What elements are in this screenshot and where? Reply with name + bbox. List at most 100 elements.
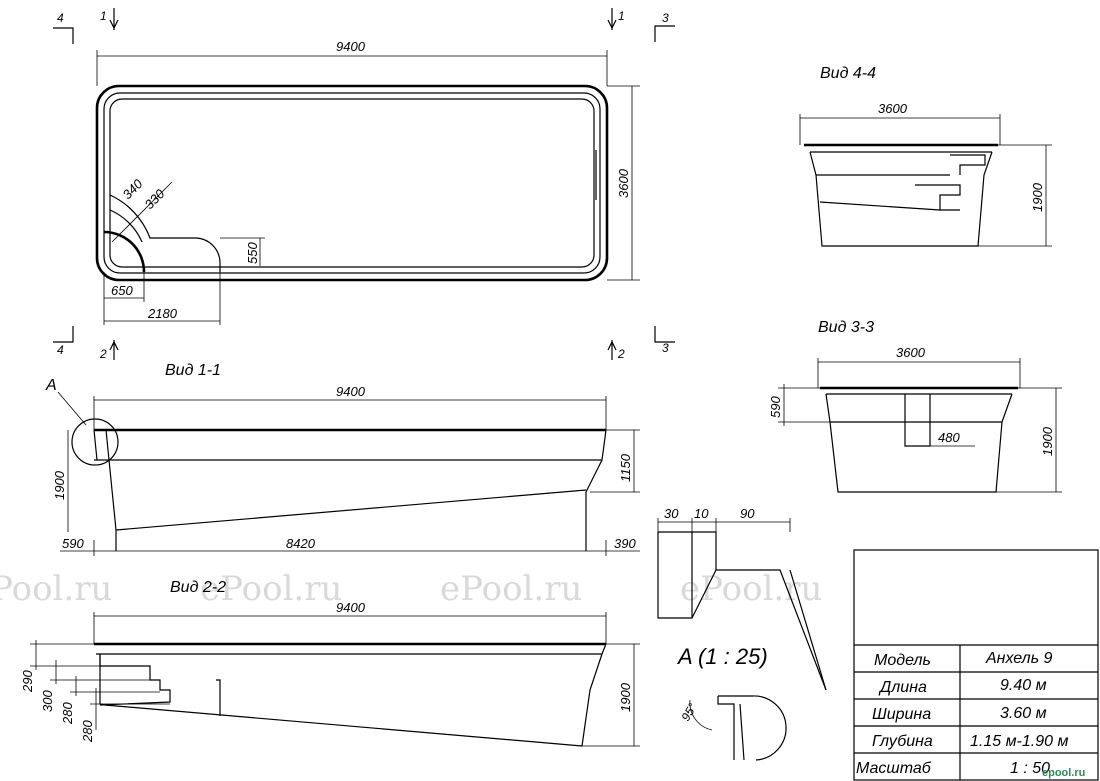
dim-width: 3600 [878, 101, 908, 116]
section-mark: 2 [99, 347, 107, 361]
dim-step: 280 [60, 702, 75, 725]
section-arrow [109, 340, 119, 351]
dim-line [111, 181, 173, 243]
dim-depth: 1900 [1030, 182, 1045, 212]
section-line [654, 25, 675, 42]
dim-length: 9400 [336, 39, 366, 54]
step-block [950, 154, 986, 175]
detail-circle [71, 418, 119, 466]
dim-width: 3600 [616, 168, 631, 198]
step-block [915, 184, 961, 211]
detail-small-line [739, 703, 745, 761]
table-value: 9.40 м [1000, 677, 1047, 694]
corner-step-inner [103, 230, 146, 273]
section-line [53, 27, 74, 44]
table-label: Модель [874, 652, 931, 669]
site-logo: epool.ru [1042, 767, 1085, 779]
floor-line [819, 201, 941, 211]
dim-detail: 90 [740, 506, 755, 521]
table-label: Ширина [872, 706, 931, 723]
section-line [654, 326, 675, 343]
detail-title: A (1 : 25) [676, 644, 768, 669]
rim-edge [93, 429, 98, 461]
dim-detail: 10 [694, 506, 709, 521]
view-1-1: Вид 1-1 A 9400 1900 1150 590 8420 390 [45, 362, 640, 556]
view-title: Вид 3-3 [818, 319, 874, 336]
table-label: Глубина [872, 733, 933, 750]
view-title: Вид 2-2 [170, 579, 226, 596]
dim-depth-deep: 1900 [52, 470, 67, 500]
corner-step-outline [109, 194, 221, 272]
table-value: 1 : 50 [1010, 760, 1050, 777]
section-arrow [607, 19, 617, 30]
pool-inner-wall [109, 98, 595, 268]
section-mark: 1 [100, 9, 107, 23]
right-wall [581, 643, 607, 747]
table-value: Анхель 9 [985, 650, 1053, 667]
dim-length: 9400 [336, 600, 366, 615]
floor-slope [104, 704, 583, 747]
view-title: Вид 4-4 [820, 65, 876, 82]
dim-step: 290 [20, 670, 35, 693]
dim-depth: 1900 [618, 682, 633, 712]
watermark-text: ePool.ru [200, 569, 342, 609]
ledge-block [904, 394, 931, 447]
dim-depth: 1900 [1040, 426, 1055, 456]
bench-line [216, 679, 221, 716]
plan-view: 1 1 2 2 3 3 4 4 9400 3600 [53, 8, 675, 361]
pool-rim [103, 92, 601, 274]
section-mark: 3 [662, 341, 669, 355]
section-mark: 4 [57, 343, 64, 357]
dim-angle: 95° [678, 701, 699, 724]
right-wall [585, 429, 607, 551]
steps-profile [99, 654, 171, 706]
dim-step-depth: 550 [245, 242, 260, 264]
watermark-text: ePool.ru [680, 569, 822, 609]
table-frame [853, 549, 1099, 781]
dim-ledge-height: 590 [768, 396, 783, 418]
dim-step: 300 [40, 690, 55, 712]
dim-step-length: 2180 [147, 306, 178, 321]
left-wall [105, 429, 117, 551]
view-2-2: Вид 2-2 9400 290 300 280 280 1900 [20, 579, 640, 747]
table-label: Масштаб [856, 760, 932, 777]
detail-a: 30 10 90 A (1 : 25) 95° [657, 506, 827, 761]
section-mark: 2 [617, 347, 625, 361]
dim-bottom-left: 590 [62, 536, 84, 551]
dim-ledge-width: 480 [938, 430, 960, 445]
watermark-text: ePool.ru [0, 569, 112, 609]
section-arrow [607, 340, 617, 351]
spec-table: Модель Анхель 9 Длина 9.40 м Ширина 3.60… [853, 549, 1099, 781]
view-4-4: Вид 4-4 3600 1900 [799, 65, 1052, 247]
dim-bottom-mid: 8420 [286, 536, 316, 551]
pool-outer-edge [95, 84, 609, 282]
angle-arc [689, 699, 713, 731]
dim-step-r1: 340 [120, 176, 146, 202]
section-arrow [109, 19, 119, 30]
detail-small-arc [718, 695, 787, 761]
pool-section [809, 151, 993, 247]
dim-bottom-right: 390 [614, 536, 636, 551]
dim-length: 9400 [336, 384, 366, 399]
section-line [53, 326, 74, 343]
corner-step-line [109, 209, 143, 243]
dim-depth-shallow: 1150 [618, 453, 633, 482]
table-value: 3.60 м [1000, 705, 1047, 722]
detail-leader [57, 391, 87, 426]
section-mark: 3 [662, 11, 669, 25]
dim-detail: 30 [664, 506, 679, 521]
dim-width: 3600 [896, 345, 926, 360]
floor-slope [115, 489, 587, 531]
view-title: Вид 1-1 [165, 362, 221, 379]
section-mark: 1 [618, 9, 625, 23]
dim-step-offset: 650 [111, 283, 133, 298]
detail-label: A [45, 377, 57, 394]
left-wall [99, 654, 106, 706]
table-label: Длина [878, 679, 927, 696]
detail-profile-inner [657, 532, 717, 619]
pool-section [825, 393, 1013, 493]
detail-slope [789, 569, 827, 691]
table-value: 1.15 м-1.90 м [970, 733, 1068, 750]
view-3-3: Вид 3-3 3600 590 480 1900 [768, 319, 1062, 493]
